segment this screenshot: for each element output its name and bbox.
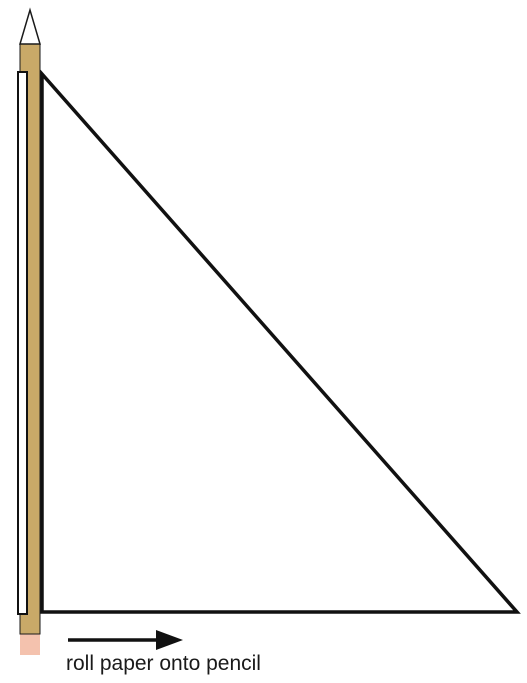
pencil-icon <box>18 10 40 655</box>
pencil-eraser <box>20 633 40 655</box>
arrow-right-icon <box>68 630 183 650</box>
pencil-tip <box>20 10 40 44</box>
paper-wrapped-edge <box>18 72 27 614</box>
instruction-caption: roll paper onto pencil <box>66 652 261 676</box>
paper-triangle <box>42 74 517 612</box>
